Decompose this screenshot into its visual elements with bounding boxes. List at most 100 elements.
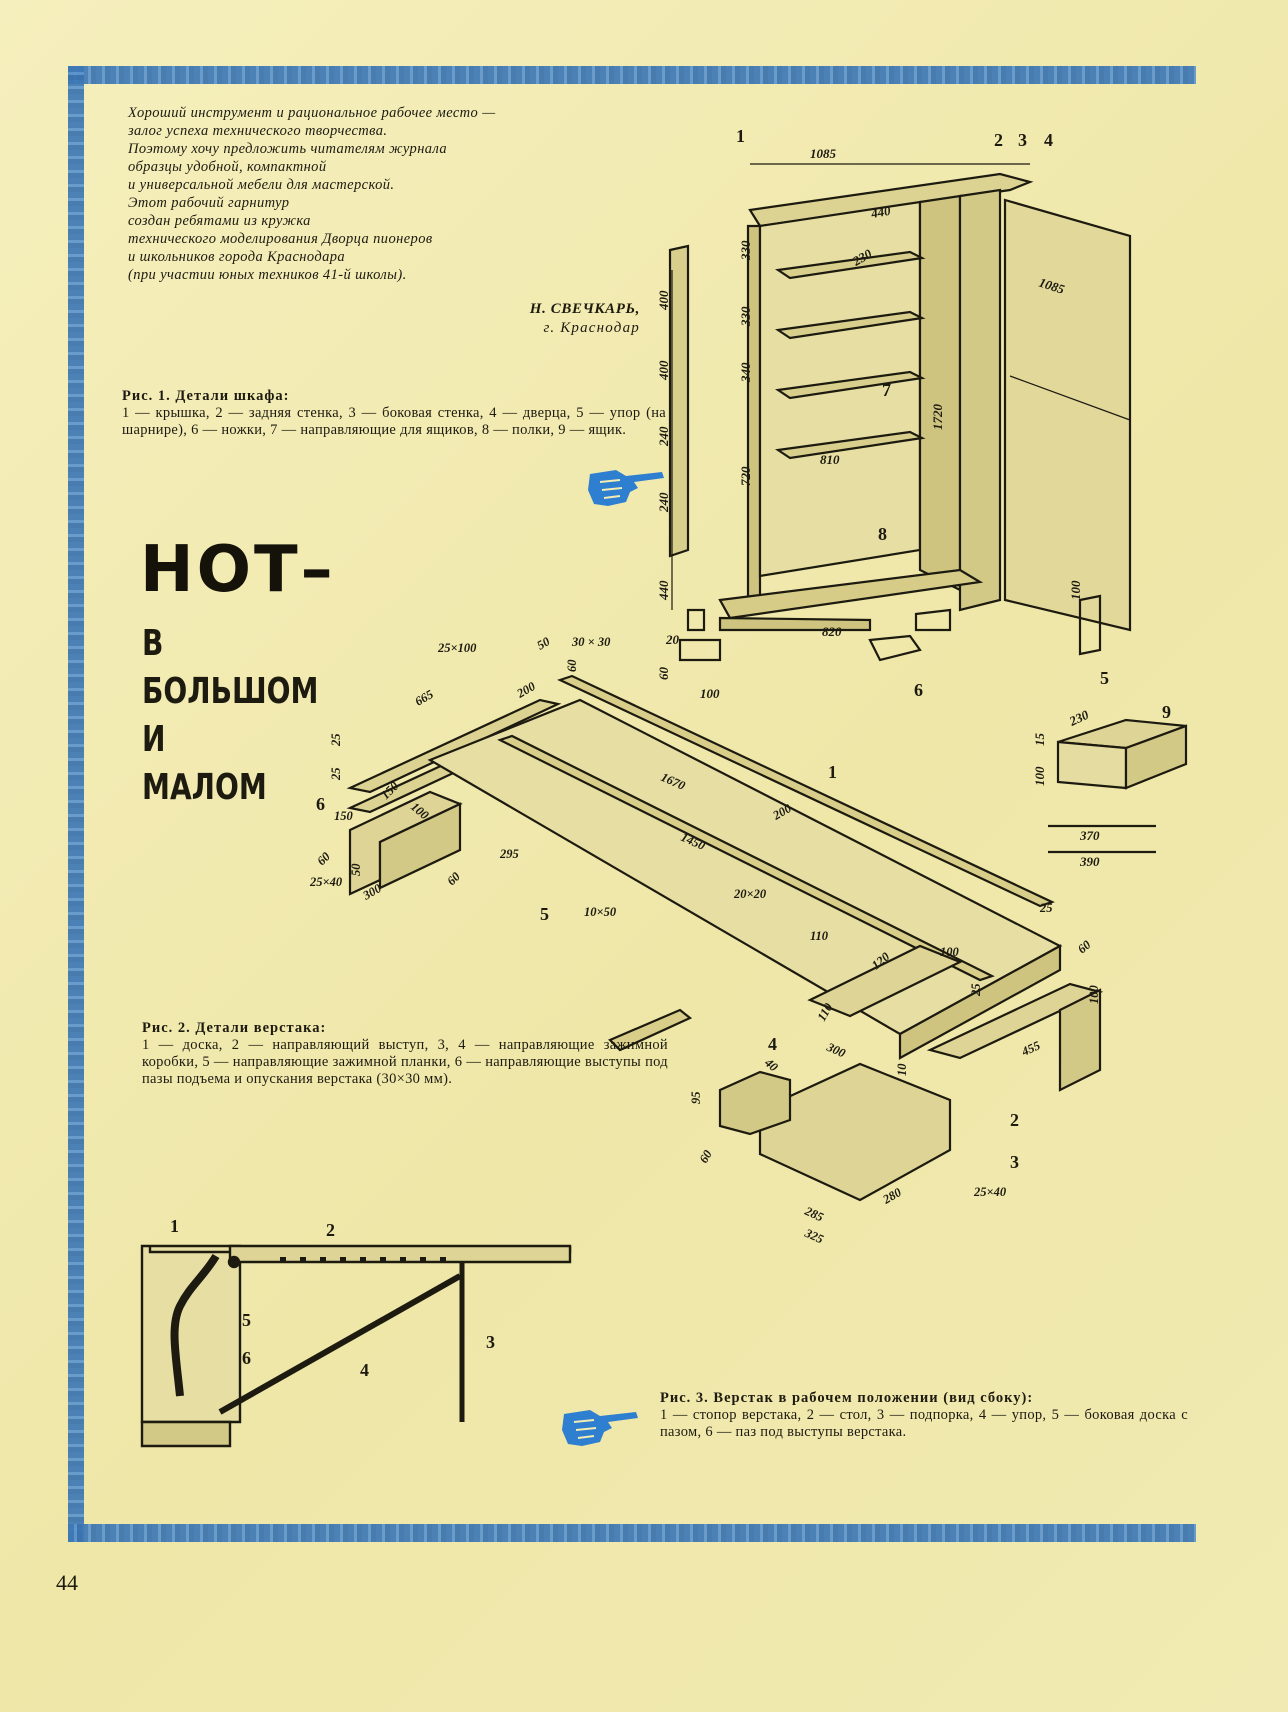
dim-30x30: 30 × 30 [571, 635, 611, 649]
dim-h340: 340 [738, 362, 753, 383]
figure2-caption-lead: Рис. 2. Детали верстака: [142, 1020, 327, 1036]
cabinet-drawing: 1085 440 1085 230 330 330 340 720 1720 4… [656, 126, 1132, 701]
figure1-caption-lead: Рис. 1. Детали шкафа: [122, 388, 290, 404]
callout-1: 1 [170, 1216, 179, 1236]
dim-110a: 110 [810, 929, 829, 943]
intro-line: Хороший инструмент и рациональное рабоче… [128, 105, 496, 121]
callout-7: 7 [882, 380, 891, 400]
page-number: 44 [56, 1570, 78, 1595]
dim-25x100: 25×100 [437, 641, 477, 655]
drawer-dim-100: 100 [1032, 766, 1047, 786]
callout-5: 5 [242, 1310, 251, 1330]
subtitle-line: В [142, 623, 164, 664]
author-city: г. Краснодар [543, 320, 640, 336]
dim-h440: 440 [656, 580, 671, 601]
dim-100b: 100 [940, 945, 960, 959]
dim-base-820: 820 [822, 624, 842, 639]
dim-10: 10 [895, 1063, 909, 1076]
dim-25b: 25 [329, 768, 343, 782]
dim-300b: 300 [824, 1040, 848, 1061]
callout-3: 3 [1018, 130, 1027, 150]
callout-3: 3 [486, 1332, 495, 1352]
drawer-dim-370: 370 [1079, 828, 1100, 843]
dim-25c: 25 [969, 984, 983, 998]
dim-325: 325 [802, 1226, 826, 1247]
figure2-caption-body: 1 — доска, 2 — направляющий выступ, 3, 4… [142, 1037, 668, 1087]
figure3-caption-lead: Рис. 3. Верстак в рабочем положении (вид… [660, 1390, 1034, 1406]
dim-leg-20: 20 [665, 632, 680, 647]
drawer-dim-15: 15 [1032, 733, 1047, 747]
callout-8: 8 [878, 524, 887, 544]
dim-25x40a: 25×40 [309, 875, 343, 889]
subtitle-line: БОЛЬШОМ [142, 671, 319, 712]
intro-line: создан ребятами из кружка [128, 213, 311, 229]
dim-295: 295 [499, 847, 519, 861]
dim-60e: 60 [696, 1147, 715, 1165]
callout-5: 5 [540, 904, 549, 924]
dim-285: 285 [802, 1204, 826, 1225]
dim-95: 95 [689, 1092, 703, 1105]
workbench-side-view: 1 2 3 4 5 6 [140, 1216, 572, 1448]
frame-top-border [68, 66, 1196, 84]
figure3-caption: Рис. 3. Верстак в рабочем положении (вид… [660, 1390, 1188, 1441]
callout-2: 2 [1010, 1110, 1019, 1130]
dim-leg-100: 100 [700, 686, 720, 701]
intro-line: залог успеха технического творчества. [128, 123, 388, 139]
dim-stop-100: 100 [1068, 580, 1083, 600]
callout-3: 3 [1010, 1152, 1019, 1172]
dim-25x40b: 25×40 [973, 1185, 1007, 1199]
callout-6: 6 [316, 794, 325, 814]
pointing-hand-icon [562, 1410, 638, 1446]
dim-25a: 25 [329, 734, 343, 748]
dim-665: 665 [413, 687, 436, 708]
dim-h240a: 240 [656, 426, 671, 447]
figure1-caption: Рис. 1. Детали шкафа: 1 — крышка, 2 — за… [122, 388, 666, 439]
callout-1: 1 [828, 762, 837, 782]
dim-h1720: 1720 [930, 404, 945, 431]
dim-200a: 200 [514, 679, 539, 701]
dim-h330b: 330 [738, 306, 753, 327]
figure1-caption-body: 1 — крышка, 2 — задняя стенка, 3 — боков… [122, 405, 666, 438]
intro-line: образцы удобной, компактной [128, 159, 327, 175]
frame-bottom-border [68, 1524, 1196, 1542]
figure3-caption-body: 1 — стопор верстака, 2 — стол, 3 — подпо… [660, 1407, 1188, 1440]
drawer-drawing: 230 15 100 370 390 9 [1032, 702, 1188, 869]
dim-10x50: 10×50 [584, 905, 617, 919]
subtitle-line: И [142, 719, 166, 760]
dim-25d: 25 [1039, 901, 1053, 915]
callout-9: 9 [1162, 702, 1171, 722]
callout-4: 4 [1044, 130, 1053, 150]
dim-50b: 50 [349, 863, 363, 876]
intro-line: технического моделирования Дворца пионер… [128, 231, 433, 247]
intro-paragraph: Хороший инструмент и рациональное рабоче… [128, 104, 648, 284]
dim-h330a: 330 [738, 240, 753, 261]
intro-line: (при участии юных техников 41-й школы). [128, 267, 407, 283]
author-block: Н. СВЕЧКАРЬ, г. Краснодар [440, 300, 640, 338]
callout-2: 2 [326, 1220, 335, 1240]
workbench-drawing: 30 × 30 25×100 50 60 665 200 25 25 150 1… [309, 634, 1104, 1247]
drawer-dim-390: 390 [1079, 854, 1100, 869]
dim-150b: 150 [334, 809, 354, 823]
dim-h400a: 400 [656, 290, 671, 311]
dim-h720: 720 [738, 466, 753, 486]
callout-2: 2 [994, 130, 1003, 150]
dim-455: 455 [1019, 1038, 1043, 1059]
frame-left-border [68, 66, 84, 1542]
article-subtitle: В БОЛЬШОМ И МАЛОМ [142, 620, 368, 812]
callout-1: 1 [736, 126, 745, 146]
dim-leg-60: 60 [656, 667, 671, 681]
intro-line: и универсальной мебели для мастерской. [128, 177, 395, 193]
subtitle-line: МАЛОМ [142, 767, 267, 808]
dim-60: 60 [565, 659, 579, 672]
intro-line: и школьников города Краснодара [128, 249, 346, 265]
callout-6: 6 [242, 1348, 251, 1368]
dim-shelf-810: 810 [820, 452, 840, 467]
intro-line: Этот рабочий гарнитур [128, 195, 290, 211]
author-name: Н. СВЕЧКАРЬ, [529, 301, 640, 317]
callout-6: 6 [914, 680, 923, 700]
callout-4: 4 [360, 1360, 369, 1380]
callout-5: 5 [1100, 668, 1109, 688]
dim-100c: 100 [1087, 985, 1101, 1005]
pointing-hand-icon [588, 470, 664, 506]
dim-width-top: 1085 [810, 146, 837, 161]
